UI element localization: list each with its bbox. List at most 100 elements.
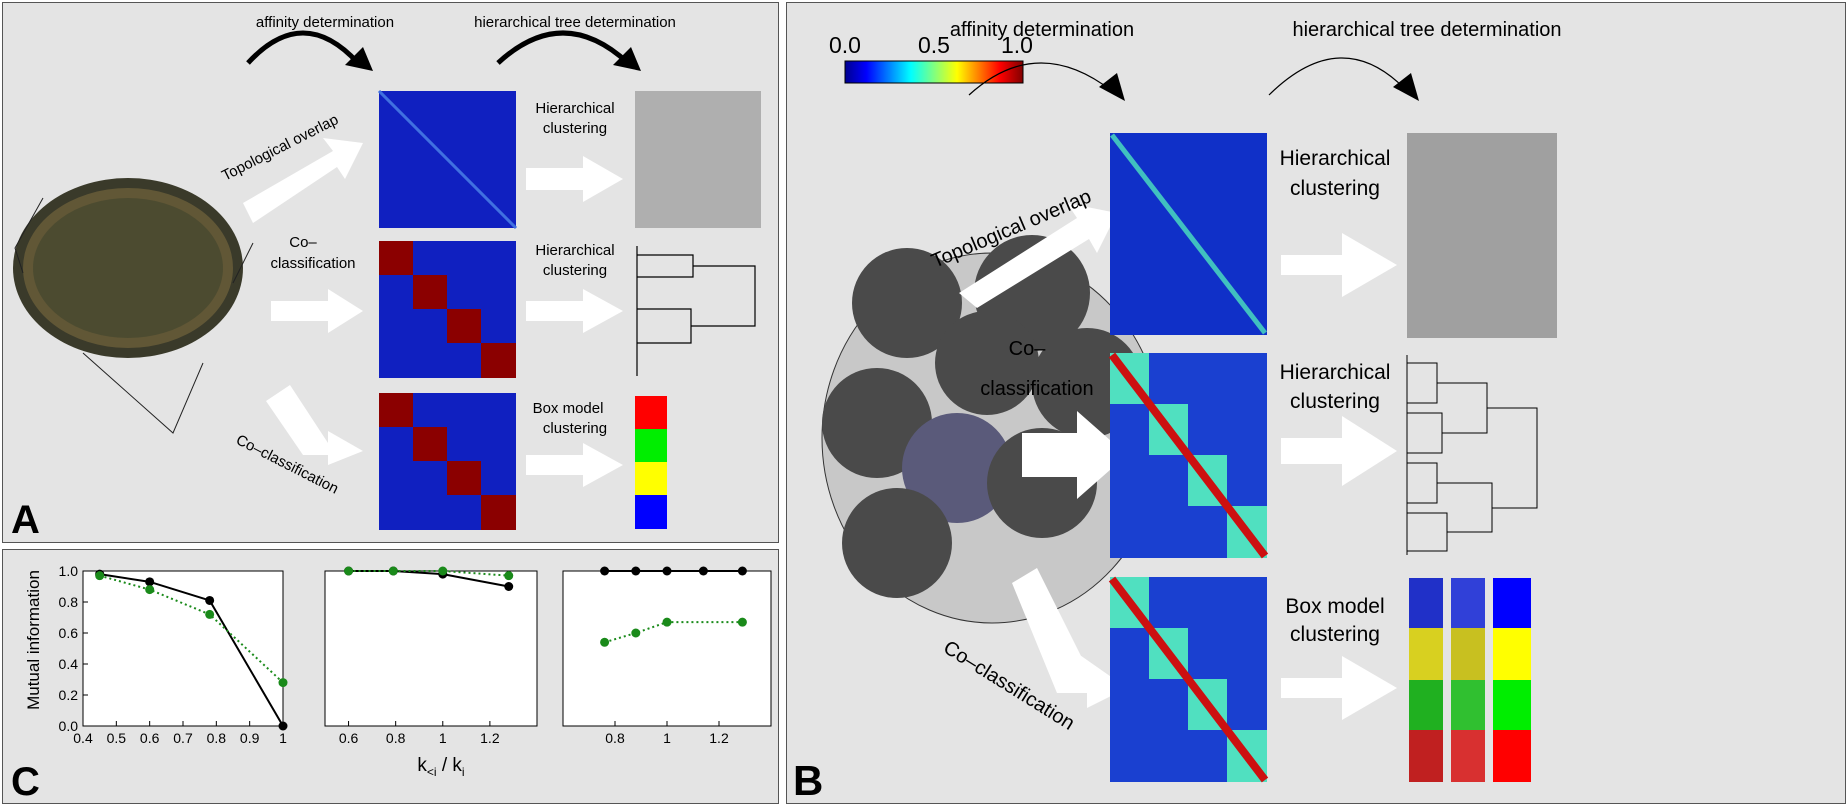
panel-c-letter: C [11, 760, 40, 804]
method-label-3a: Box model [533, 400, 604, 417]
data-point [662, 617, 672, 627]
arrow-topological [243, 138, 363, 223]
panel-a-canvas: affinity determination hierarchical tree… [11, 14, 761, 542]
arrow-method-2 [1281, 416, 1397, 486]
x-tick-label: 0.8 [386, 730, 406, 746]
colorbar-tick-0: 0.0 [829, 32, 861, 58]
arrow-method-1 [1281, 233, 1397, 297]
heatmap-box [379, 393, 516, 530]
y-tick-label: 0.6 [59, 625, 79, 641]
white-arrows [243, 138, 623, 487]
heatmap-coclass [379, 241, 516, 378]
curved-arrow-affinity [968, 62, 1113, 96]
data-point [504, 571, 514, 581]
series-line-1 [348, 570, 509, 588]
data-point [278, 721, 288, 731]
curved-arrow-head [345, 47, 373, 71]
data-point [600, 566, 610, 576]
dendrogram-dense [1407, 133, 1557, 338]
method-label-1a: Hierarchical [1280, 147, 1391, 170]
data-point [698, 566, 708, 576]
data-point [145, 585, 155, 595]
x-tick-label: 0.9 [240, 730, 260, 746]
x-tick-label: 0.8 [605, 730, 625, 746]
arrow-method-2 [526, 289, 623, 333]
plot-area-1 [82, 570, 284, 727]
dendrogram-tree [1406, 355, 1538, 555]
x-tick-label: 0.6 [339, 730, 359, 746]
colorbar-tick-1: 1.0 [1001, 32, 1033, 58]
arrow-coclass-box [266, 385, 363, 465]
series-line-2 [604, 621, 743, 644]
panel-b-canvas: 0.0 0.5 1.0 affinity determination hiera… [793, 19, 1562, 804]
data-point [737, 566, 747, 576]
white-arrows [959, 203, 1397, 720]
arrow-coclass [271, 289, 363, 333]
y-tick-label: 1.0 [59, 563, 79, 579]
x-tick-label: 0.4 [73, 730, 93, 746]
x-tick-label: 1.2 [480, 730, 500, 746]
arrow-coclass [1022, 411, 1127, 499]
panel-b: 0.0 0.5 1.0 affinity determination hiera… [786, 2, 1846, 804]
data-point [344, 566, 354, 576]
data-point [388, 566, 398, 576]
data-point [205, 609, 215, 619]
data-point [600, 637, 610, 647]
data-point [737, 617, 747, 627]
method-label-2b: clustering [1290, 390, 1380, 413]
arrow-method-3 [526, 443, 623, 487]
y-tick-label: 0.8 [59, 594, 79, 610]
path-label-co: Co– [1009, 338, 1047, 360]
data-point [205, 595, 215, 605]
path-label-co: Co– [289, 234, 317, 251]
box-model-colors [635, 396, 667, 529]
heatmap-topological [377, 89, 518, 230]
method-label-1b: clustering [1290, 177, 1380, 200]
curved-arrow-affinity [246, 30, 360, 65]
curved-arrow-tree [496, 30, 630, 65]
x-axis-label: k<i / ki [417, 755, 464, 779]
data-point [662, 566, 672, 576]
method-label-2b: clustering [543, 262, 607, 279]
x-tick-label: 1 [439, 730, 447, 746]
y-tick-label: 0.4 [59, 656, 79, 672]
x-tick-label: 0.5 [107, 730, 127, 746]
box-model-strips [1409, 578, 1531, 782]
method-label-3b: clustering [543, 420, 607, 437]
y-tick-label: 0.2 [59, 687, 79, 703]
method-label-1a: Hierarchical [535, 100, 614, 117]
method-label-1b: clustering [543, 120, 607, 137]
arrow-label-affinity: affinity determination [950, 19, 1134, 41]
panel-a: affinity determination hierarchical tree… [2, 2, 779, 543]
data-point [145, 577, 155, 587]
arrow-label-tree: hierarchical tree determination [1292, 19, 1561, 41]
path-label-classification: classification [980, 378, 1093, 400]
series-line-1 [99, 573, 284, 727]
data-point [631, 566, 641, 576]
x-tick-label: 1 [279, 730, 287, 746]
x-tick-label: 0.7 [173, 730, 193, 746]
series-line-2 [99, 574, 284, 684]
path-label-classification: classification [270, 255, 355, 272]
arrow-method-3 [1281, 656, 1397, 720]
data-point [631, 628, 641, 638]
method-label-3a: Box model [1285, 595, 1384, 618]
dendrogram-simple [636, 246, 756, 376]
heatmap-coclass [1108, 352, 1269, 559]
heatmap-box [1108, 576, 1269, 783]
method-label-3b: clustering [1290, 623, 1380, 646]
data-point [438, 566, 448, 576]
data-point [278, 678, 288, 688]
arrow-coclass-box [1012, 568, 1127, 708]
x-tick-label: 1.2 [709, 730, 729, 746]
curved-arrow-head [613, 47, 641, 71]
arrow-topological [959, 203, 1117, 308]
curved-arrow-tree [1268, 57, 1408, 96]
dendrogram-dense [635, 91, 761, 228]
arrow-label-affinity: affinity determination [256, 14, 394, 31]
x-tick-label: 0.6 [140, 730, 160, 746]
colorbar [844, 60, 1024, 84]
curved-arrow-head [1393, 73, 1419, 101]
